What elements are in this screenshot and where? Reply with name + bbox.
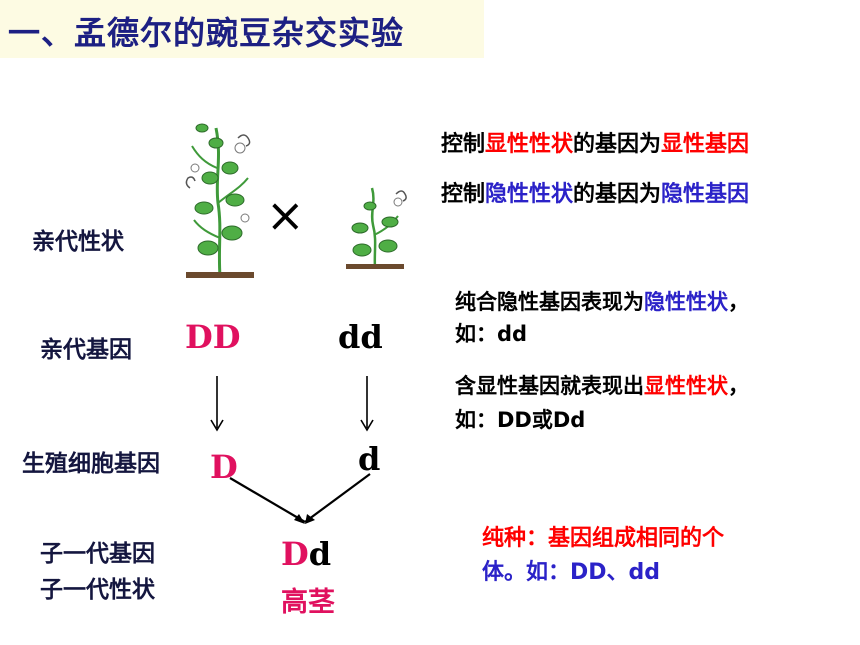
- purebred-definition: 纯种：基因组成相同的个 体。如：DD、dd: [482, 522, 724, 590]
- gene-f1: Dd: [281, 535, 331, 573]
- note-dominant-gene: 控制显性性状的基因为显性基因: [441, 126, 749, 158]
- note-text: 含显性基因就表现出: [455, 374, 644, 398]
- note-highlight: 显性基因: [661, 132, 750, 157]
- note-text: ，: [728, 374, 749, 398]
- note-text: ，: [728, 290, 749, 314]
- label-parent-trait: 亲代性状: [32, 229, 124, 255]
- down-arrow-icon: [210, 376, 224, 432]
- tall-pea-plant-icon: [185, 123, 254, 278]
- label-gamete-gene: 生殖细胞基因: [22, 451, 160, 477]
- definition-line-1: 纯种：基因组成相同的个: [482, 526, 725, 551]
- note-highlight: 显性性状: [485, 132, 574, 157]
- note-dominant-trait: 含显性基因就表现出显性性状，: [455, 370, 749, 400]
- gene-parent-right: dd: [338, 318, 383, 356]
- gene-parent-left: DD: [185, 318, 241, 356]
- note-recessive-gene: 控制隐性性状的基因为隐性基因: [441, 176, 749, 208]
- short-pea-plant-icon: [346, 187, 407, 269]
- converge-arrows: [229, 473, 371, 524]
- note-text: 的基因为: [573, 132, 662, 157]
- down-arrow-icon: [360, 376, 374, 432]
- title-bar: [0, 0, 484, 58]
- note-text: 控制: [441, 132, 486, 157]
- gene-gamete-right: d: [358, 440, 381, 478]
- cross-symbol: ×: [266, 188, 305, 242]
- note-highlight: 隐性基因: [661, 182, 750, 207]
- note-text: 控制: [441, 182, 486, 207]
- note-text: 纯合隐性基因表现为: [455, 290, 644, 314]
- note-highlight: 隐性性状: [485, 182, 574, 207]
- note-recessive-example: 如：dd: [455, 322, 528, 346]
- label-f1-gene: 子一代基因: [40, 541, 155, 567]
- note-text: 的基因为: [573, 182, 662, 207]
- note-highlight: 隐性性状: [644, 290, 728, 314]
- note-dominant-example: 如：DD或Dd: [455, 408, 586, 432]
- page-title: 一、孟德尔的豌豆杂交实验: [8, 14, 405, 52]
- definition-line-2-text: 体。如：DD、dd: [482, 560, 661, 585]
- gene-f1-recessive: d: [308, 535, 332, 573]
- label-parent-gene: 亲代基因: [40, 337, 132, 363]
- f1-trait-value: 高茎: [281, 587, 335, 618]
- note-highlight: 显性性状: [644, 374, 728, 398]
- note-recessive-trait: 纯合隐性基因表现为隐性性状，: [455, 286, 749, 316]
- definition-line-2: 体。如：DD、dd: [482, 556, 724, 590]
- label-f1-trait: 子一代性状: [40, 577, 155, 603]
- gene-f1-dominant: D: [281, 535, 309, 573]
